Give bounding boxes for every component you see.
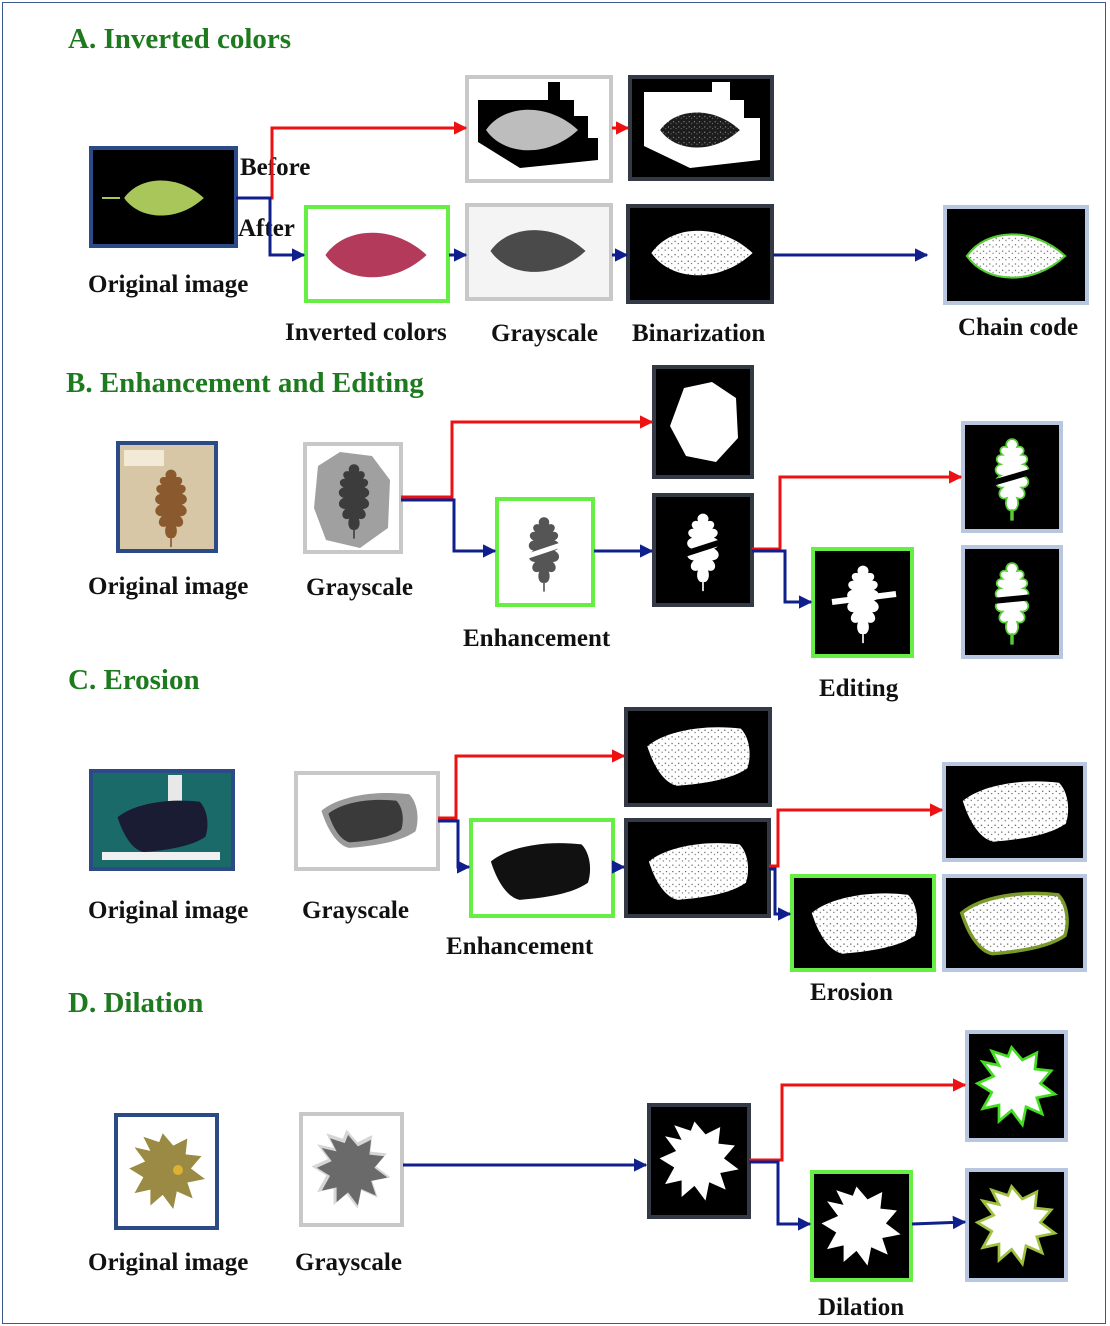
- a-chain-code-thumb: [945, 207, 1087, 303]
- a-before-arrow: [236, 128, 466, 198]
- c-top-thumb: [626, 709, 770, 805]
- d-original-label: Original image: [88, 1249, 248, 1276]
- a-grayscale-label: Grayscale: [491, 320, 598, 347]
- d-result-bottom-thumb: [967, 1170, 1066, 1280]
- c-result-bottom-thumb: [944, 876, 1085, 970]
- b-editing-thumb: [813, 549, 912, 656]
- d-grayscale-thumb: [301, 1114, 402, 1225]
- c-grayscale-thumb: [296, 773, 438, 869]
- b-grayscale-label: Grayscale: [306, 574, 413, 601]
- c-erosion-label: Erosion: [810, 979, 893, 1006]
- c-original-label: Original image: [88, 897, 248, 924]
- b-enhancement-label: Enhancement: [463, 625, 611, 652]
- section-d-title: D. Dilation: [68, 987, 203, 1019]
- b-original-thumb: [118, 443, 216, 551]
- b-result-top-thumb: [963, 423, 1061, 531]
- d-dilation-label: Dilation: [818, 1294, 904, 1321]
- b-binary-thumb: [654, 495, 752, 605]
- a-before-label: Before: [240, 154, 310, 181]
- a-inverted-label: Inverted colors: [285, 319, 447, 346]
- a-before-binary-thumb: [630, 77, 772, 179]
- section-a-title: A. Inverted colors: [68, 23, 291, 55]
- d-grayscale-label: Grayscale: [295, 1249, 402, 1276]
- d-result-top-thumb: [967, 1032, 1066, 1140]
- c-original-thumb: [91, 771, 233, 869]
- a-inverted-thumb: [306, 207, 448, 301]
- section-b-title: B. Enhancement and Editing: [66, 367, 424, 399]
- section-c-title: C. Erosion: [68, 664, 200, 696]
- a-original-thumb: [91, 148, 236, 246]
- d-binary-thumb: [649, 1105, 749, 1217]
- a-grayscale-thumb: [467, 205, 611, 299]
- a-binarization-label: Binarization: [632, 320, 765, 347]
- a-before-grayscale-thumb: [467, 77, 611, 181]
- c-grayscale-label: Grayscale: [302, 897, 409, 924]
- c-binary-thumb: [626, 820, 769, 916]
- a-binarization-thumb: [628, 206, 772, 302]
- a-chain-code-label: Chain code: [958, 314, 1078, 341]
- c-erosion-thumb: [792, 876, 934, 970]
- c-result-top-thumb: [944, 764, 1085, 860]
- c-enhancement-label: Enhancement: [446, 933, 594, 960]
- b-hull-thumb: [654, 367, 752, 477]
- a-after-label: After: [238, 215, 295, 242]
- a-original-label: Original image: [88, 271, 248, 298]
- b-editing-label: Editing: [819, 675, 899, 702]
- b-original-label: Original image: [88, 573, 248, 600]
- b-grayscale-thumb: [305, 444, 401, 552]
- d-original-thumb: [116, 1115, 217, 1228]
- b-enhancement-thumb: [497, 499, 593, 605]
- b-result-bottom-thumb: [963, 547, 1061, 657]
- d-dilation-thumb: [812, 1172, 911, 1280]
- c-enhancement-thumb: [471, 820, 613, 916]
